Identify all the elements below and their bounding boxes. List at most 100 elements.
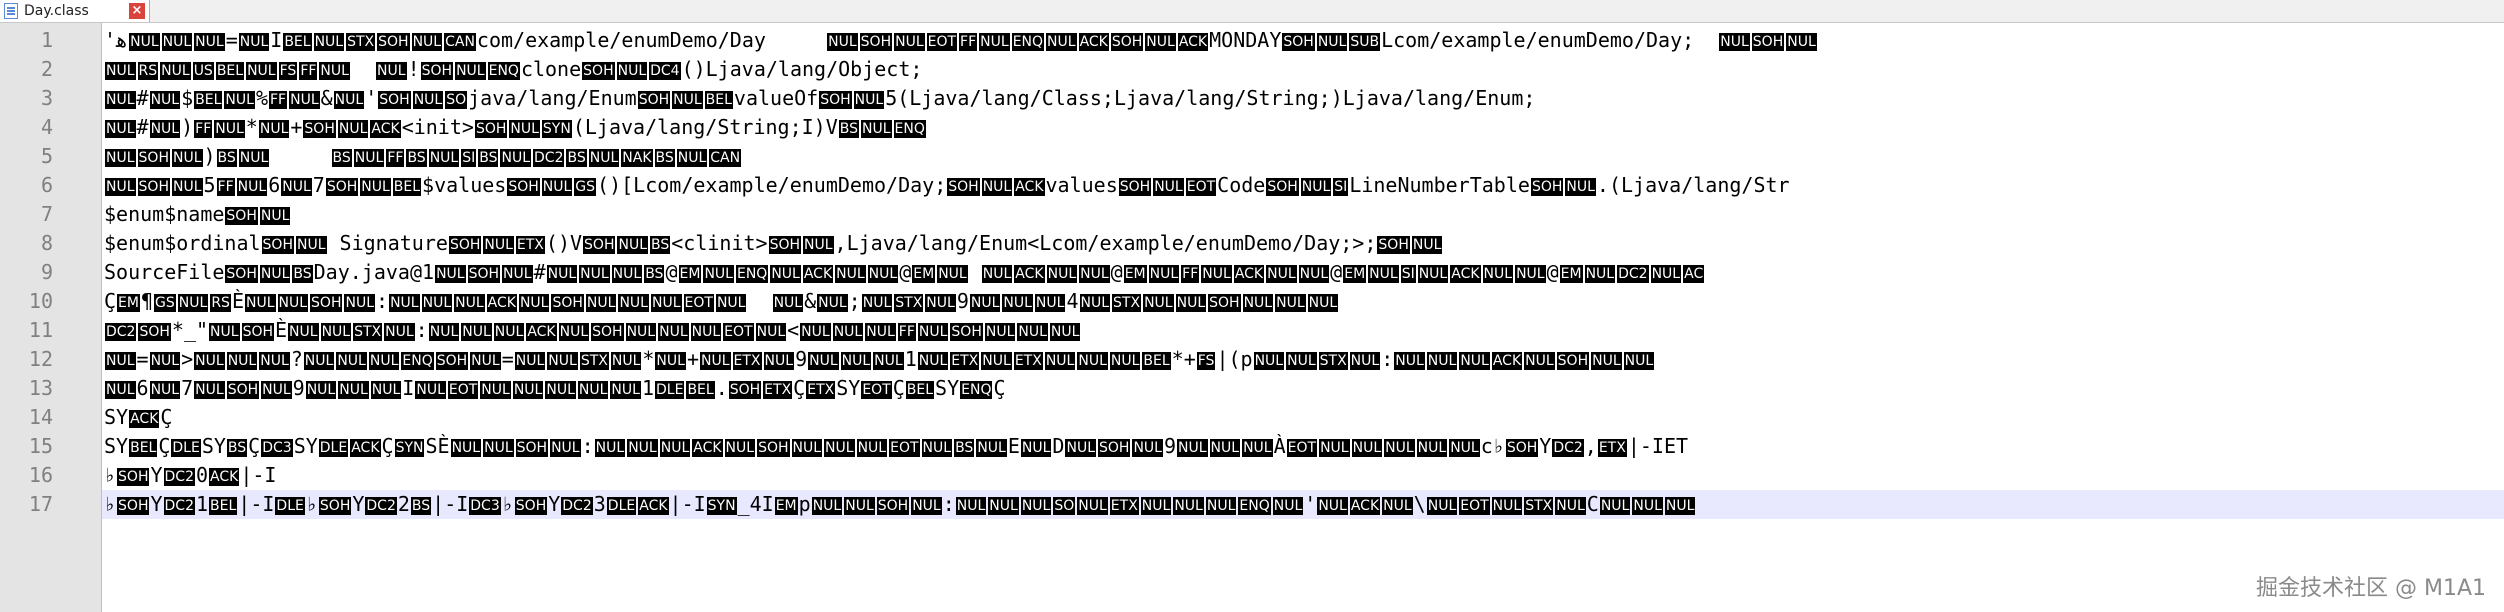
control-char-badge: NUL — [1140, 497, 1172, 515]
control-char-badge: NUL — [1555, 497, 1586, 515]
control-char-badge: SOH — [515, 439, 549, 457]
control-char-badge: NUL — [129, 33, 160, 51]
code-text: Ç — [158, 434, 171, 458]
control-char-badge: ENQ — [735, 265, 769, 283]
tab-day-class[interactable]: Day.class × — [0, 0, 150, 22]
control-char-badge: ACK — [1014, 265, 1045, 283]
control-char-badge: ENQ — [487, 62, 520, 80]
control-char-badge: NUL — [512, 381, 544, 399]
control-char-badge: NUL — [979, 33, 1010, 51]
control-char-badge: SOH — [1556, 352, 1590, 370]
control-char-badge: NUL — [703, 265, 734, 283]
control-char-badge: SOH — [1505, 439, 1539, 457]
control-char-badge: NUL — [1049, 323, 1081, 341]
code-text: # — [136, 115, 149, 139]
control-char-badge: NUL — [1046, 265, 1078, 283]
code-text: > — [181, 347, 194, 371]
control-char-badge: NUL — [937, 265, 968, 283]
code-text: |-I — [240, 463, 277, 487]
code-text: & — [804, 289, 817, 313]
code-text: * — [642, 347, 655, 371]
control-char-badge: NUL — [844, 497, 875, 515]
control-char-badge: ACK — [209, 468, 240, 486]
control-char-badge: SOH — [637, 91, 671, 109]
code-text: SY — [293, 434, 318, 458]
control-char-badge: NUL — [194, 381, 225, 399]
control-char-badge: SOH — [876, 497, 910, 515]
code-text: @ — [665, 260, 678, 284]
control-char-badge: NUL — [650, 294, 682, 312]
control-char-badge: NUL — [981, 265, 1013, 283]
control-char-badge: SOH — [582, 62, 615, 80]
control-char-badge: NUL — [455, 62, 486, 80]
code-text: È — [275, 318, 288, 342]
control-char-badge: DLE — [606, 497, 637, 515]
code-text: 'ﻫ — [104, 28, 129, 52]
control-char-badge: SOH — [757, 439, 790, 457]
code-text: ♭ — [501, 492, 514, 516]
control-char-badge: NUL — [824, 439, 855, 457]
control-char-badge: NUL — [921, 439, 953, 457]
control-char-badge: NUL — [1177, 439, 1208, 457]
control-char-badge: NUL — [149, 120, 181, 138]
code-text: < — [787, 318, 800, 342]
control-char-badge: NUL — [611, 265, 643, 283]
control-char-badge: DC4 — [649, 62, 681, 80]
control-char-badge: DLE — [275, 497, 305, 515]
control-char-badge: NUL — [149, 352, 181, 370]
control-char-badge: NUL — [894, 33, 925, 51]
control-char-badge: NUL — [1719, 33, 1750, 51]
code-text — [351, 57, 375, 81]
control-char-badge: EOT — [1459, 497, 1490, 515]
control-char-badge: NUL — [1242, 294, 1274, 312]
control-char-badge: SYN — [394, 439, 425, 457]
code-text: @ — [1546, 260, 1559, 284]
control-char-badge: NUL — [873, 352, 904, 370]
control-char-badge: ETX — [763, 381, 793, 399]
code-text: : — [942, 492, 955, 516]
control-char-badge: NUL — [1109, 352, 1141, 370]
code-text: Signature — [327, 231, 448, 255]
control-char-badge: NUL — [911, 497, 942, 515]
control-char-badge: FF — [386, 149, 405, 167]
control-char-badge: NUL — [616, 62, 648, 80]
control-char-badge: NUL — [1664, 497, 1696, 515]
control-char-badge: NUL — [772, 294, 804, 312]
code-text: Y — [548, 492, 561, 516]
control-char-badge: NUL — [480, 381, 511, 399]
control-char-badge: BEL — [686, 381, 715, 399]
control-char-badge: NUL — [724, 439, 756, 457]
tab-bar: Day.class × — [0, 0, 2504, 23]
code-text: ) — [181, 115, 194, 139]
control-char-badge: ETX — [1597, 439, 1627, 457]
control-char-badge: NUL — [1065, 439, 1096, 457]
control-char-badge: SOH — [467, 265, 501, 283]
line-number: 5 — [40, 144, 53, 168]
close-icon[interactable]: × — [129, 3, 145, 19]
code-text — [270, 144, 330, 168]
control-char-badge: BEL — [1142, 352, 1171, 370]
code-text: E — [1007, 434, 1020, 458]
control-char-badge: NUL — [1266, 265, 1297, 283]
control-char-badge: NUL — [160, 62, 191, 80]
control-char-badge: NUL — [558, 323, 590, 341]
code-text: .(Ljava/lang/Str — [1596, 173, 1790, 197]
